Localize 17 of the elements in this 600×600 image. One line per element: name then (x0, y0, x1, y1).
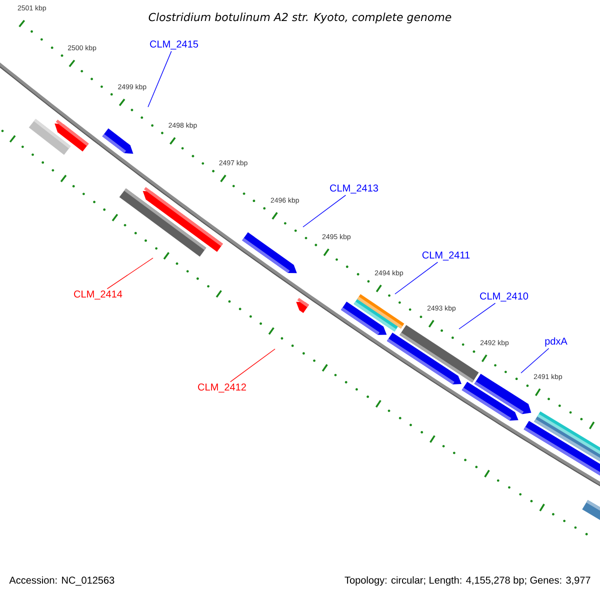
gene-label: CLM_2414 (74, 290, 122, 300)
gene-label: CLM_2412 (198, 384, 246, 392)
genome-info-text: Topology: circular; Length: 4,155,278 bp; Genes: 3,977 (344, 576, 590, 586)
leader-line (302, 194, 346, 228)
leader-line (106, 258, 154, 290)
accession-text: Accession: NC_012563 (9, 576, 114, 586)
gene-label: CLM_2410 (480, 292, 528, 302)
leader-line (520, 348, 550, 374)
gene-label: pdxA (545, 337, 568, 347)
leader-line (458, 302, 496, 330)
leader-line (230, 348, 276, 382)
title: Clostridium botulinum A2 str. Kyoto, complete genome (148, 12, 452, 24)
leader-line (148, 50, 172, 108)
gene-label: CLM_2415 (150, 40, 198, 50)
gene-label: CLM_2411 (422, 252, 470, 260)
leader-line (394, 262, 438, 294)
gene-label: CLM_2413 (330, 184, 378, 194)
